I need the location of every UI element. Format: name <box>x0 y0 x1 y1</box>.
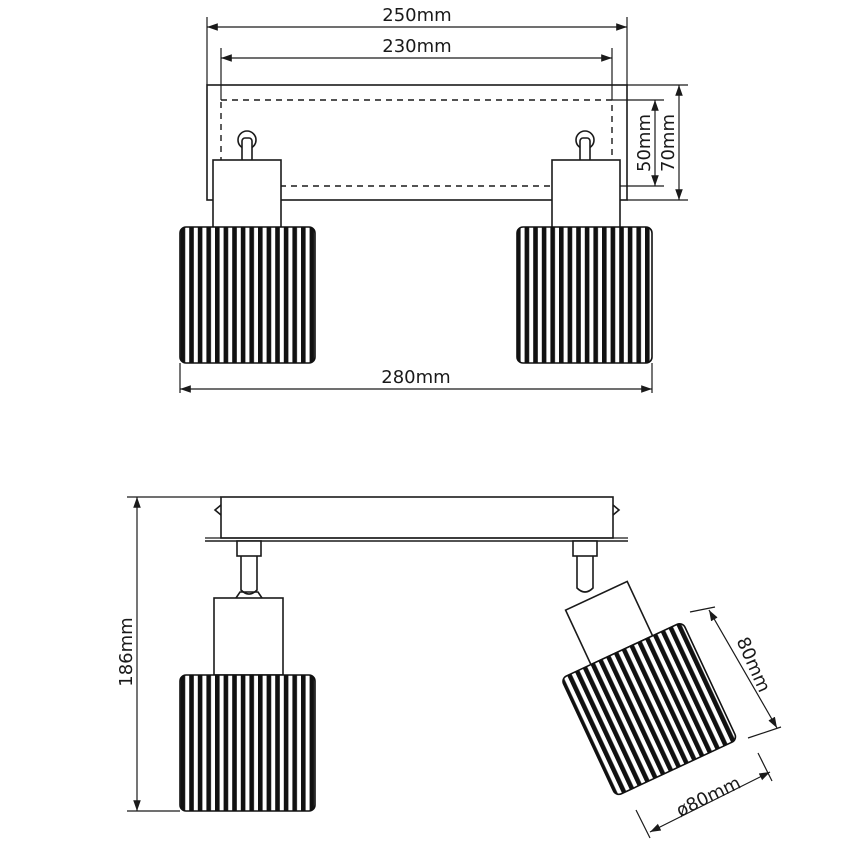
inner-plate-outline <box>220 99 613 187</box>
right-spotlight-top <box>516 130 653 364</box>
top-view: 250mm 230mm 50mm 70mm <box>179 5 688 393</box>
dim-label-80: 80mm <box>732 634 775 696</box>
right-ribbed-shade <box>516 226 653 364</box>
mounting-plate <box>206 84 628 201</box>
side-left-ribbed-shade <box>179 674 316 812</box>
dim-label-diameter: ø80mm <box>673 772 744 821</box>
dim-label-250: 250mm <box>382 5 451 26</box>
side-mounting-plate <box>220 496 614 539</box>
dim-label-280: 280mm <box>381 367 450 388</box>
right-spotlight-side <box>562 540 737 796</box>
dimension-230: 230mm <box>220 36 613 100</box>
dim-label-70: 70mm <box>658 114 679 172</box>
left-spotlight-top <box>179 130 316 364</box>
left-spotlight-side <box>179 540 316 812</box>
side-view: 186mm 80mm ø80mm <box>116 496 782 839</box>
dimension-50-70: 50mm 70mm <box>612 84 688 201</box>
dim-label-186: 186mm <box>116 617 137 686</box>
dim-label-50: 50mm <box>634 114 655 172</box>
left-ribbed-shade <box>179 226 316 364</box>
dim-label-230: 230mm <box>382 36 451 57</box>
dimension-250: 250mm <box>206 5 628 85</box>
dimension-280: 280mm <box>179 363 653 393</box>
dimension-186: 186mm <box>116 496 221 812</box>
